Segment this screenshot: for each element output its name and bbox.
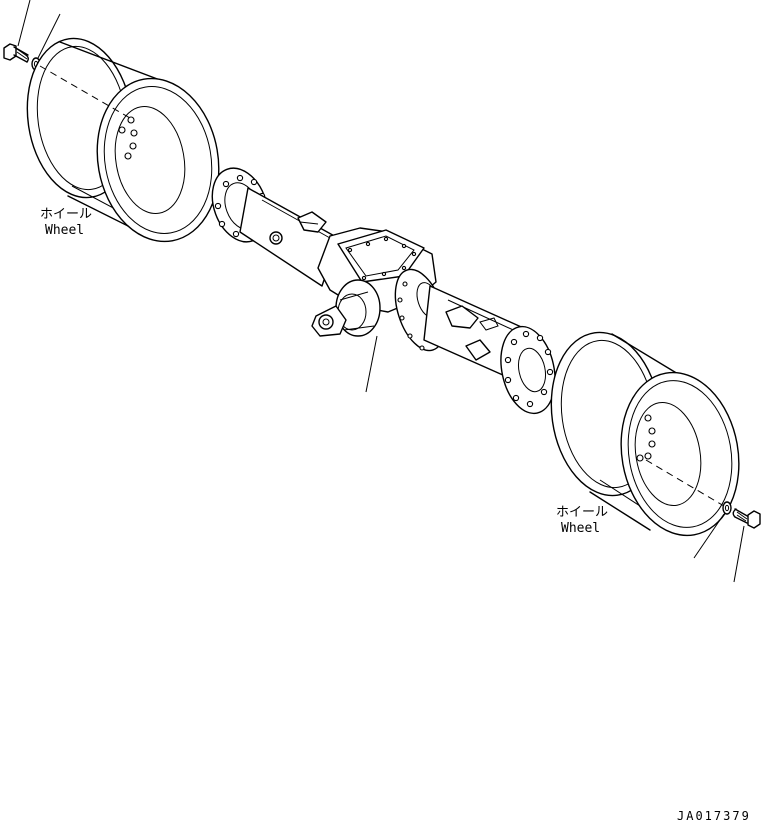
right-wheel-bolt [732, 508, 761, 529]
left-washer-leader-line [37, 13, 61, 59]
left-wheel-label-jp: ホイール [40, 207, 92, 222]
left-wheel-bolt [3, 43, 29, 63]
right-bolt-centerline [645, 459, 725, 507]
axle-assembly [211, 167, 556, 415]
left-bolt-centerline [39, 65, 131, 119]
right-wheel-label-en: Wheel [561, 521, 600, 536]
drawing-code: JA017379 [677, 809, 751, 823]
left-bolt-leader-line [17, 0, 31, 47]
right-wheel [550, 331, 740, 537]
left-wheel [26, 37, 220, 243]
axle-leader-line [365, 335, 378, 393]
right-wheel-washer [722, 501, 732, 515]
right-washer-leader-line [693, 513, 725, 559]
right-hub-flange [500, 325, 556, 415]
right-bolt-leader-line [733, 525, 745, 583]
left-wheel-label-en: Wheel [45, 223, 84, 238]
right-wheel-label-jp: ホイール [556, 505, 608, 520]
